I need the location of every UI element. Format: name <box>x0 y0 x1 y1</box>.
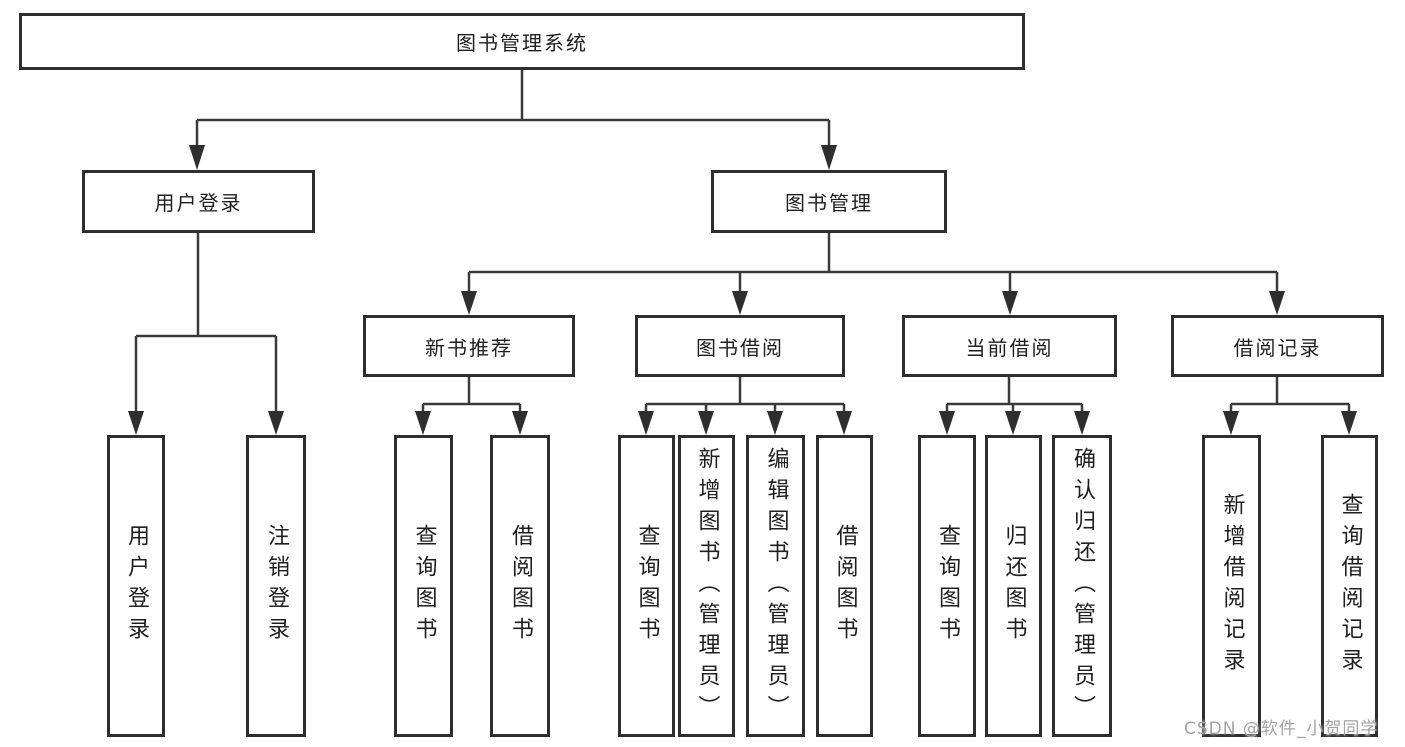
connector-root-to-level2 <box>195 70 831 146</box>
node-label: 用户登录 <box>124 524 149 648</box>
node-label: 图书管理系统 <box>456 31 588 55</box>
connector-book-borrow-to-leaves <box>644 377 846 411</box>
node-library-management-system: 图书管理系统 <box>19 13 1025 70</box>
leaf-user-login: 用户登录 <box>107 435 165 737</box>
node-label: 查询图书 <box>411 524 437 648</box>
leaf-confirm-return-admin: 确认归还（管理员） <box>1052 435 1112 737</box>
connector-new-book-recommend-to-leaves <box>421 377 522 411</box>
node-label: 查询借阅记录 <box>1337 493 1363 679</box>
node-book-management: 图书管理 <box>711 170 947 233</box>
node-label: 归还图书 <box>1001 524 1027 648</box>
leaf-logout: 注销登录 <box>246 435 306 737</box>
leaf-query-books-borrow: 查询图书 <box>618 435 675 737</box>
node-new-book-recommend: 新书推荐 <box>363 315 575 377</box>
node-label: 查询图书 <box>935 524 960 648</box>
node-label: 借阅图书 <box>832 524 858 648</box>
node-label: 新书推荐 <box>425 335 513 360</box>
connector-book-management-to-level3 <box>467 233 1279 291</box>
csdn-watermark: CSDN @软件_小贺同学 <box>1184 719 1379 739</box>
node-label: 确认归还（管理员） <box>1070 446 1095 726</box>
leaf-query-books-current: 查询图书 <box>918 435 976 737</box>
leaf-add-borrow-record: 新增借阅记录 <box>1202 435 1261 737</box>
node-label: 注销登录 <box>264 524 289 648</box>
leaf-return-books: 归还图书 <box>985 435 1042 737</box>
node-book-borrow: 图书借阅 <box>635 315 845 377</box>
node-label: 用户登录 <box>154 191 243 215</box>
connector-user-login-to-leaves <box>134 233 278 411</box>
connector-current-borrow-to-leaves <box>945 377 1084 411</box>
node-label: 编辑图书（管理员） <box>763 446 789 726</box>
node-label: 当前借阅 <box>965 335 1054 360</box>
arrowheads <box>128 145 1357 435</box>
leaf-edit-books-admin: 编辑图书（管理员） <box>746 435 805 737</box>
node-current-borrow: 当前借阅 <box>902 315 1117 377</box>
leaf-add-books-admin: 新增图书（管理员） <box>678 435 735 737</box>
node-label: 新增借阅记录 <box>1219 493 1245 679</box>
node-label: 借阅图书 <box>508 524 533 648</box>
leaf-borrow-books: 借阅图书 <box>816 435 873 737</box>
node-label: 查询图书 <box>634 524 660 648</box>
leaf-query-books-recommend: 查询图书 <box>394 435 453 737</box>
node-user-login: 用户登录 <box>82 170 315 233</box>
node-borrow-records: 借阅记录 <box>1171 315 1384 377</box>
connector-borrow-records-to-leaves <box>1229 377 1351 411</box>
node-label: 借阅记录 <box>1233 335 1322 360</box>
node-label: 图书借阅 <box>696 335 784 360</box>
node-label: 图书管理 <box>785 191 873 215</box>
leaf-borrow-books-recommend: 借阅图书 <box>490 435 550 737</box>
node-label: 新增图书（管理员） <box>694 446 720 726</box>
leaf-query-borrow-record: 查询借阅记录 <box>1321 435 1378 737</box>
